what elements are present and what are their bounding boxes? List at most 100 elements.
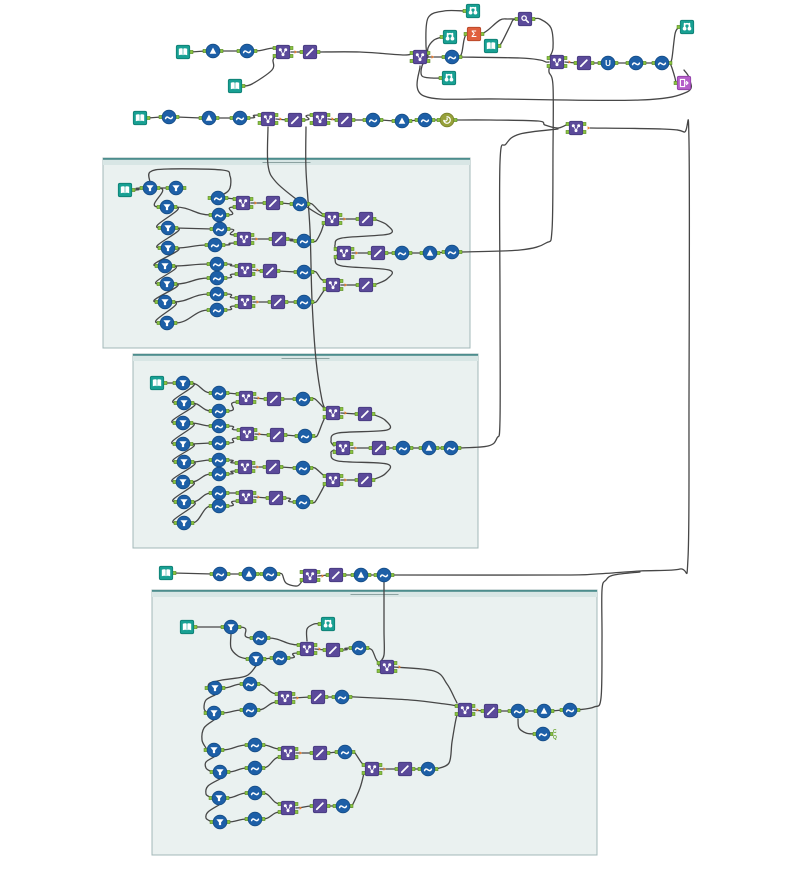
multi-formula-tool[interactable]	[334, 112, 356, 128]
multi-formula-tool[interactable]	[309, 798, 331, 814]
browse-tool[interactable]	[676, 19, 695, 35]
filter-tool[interactable]	[172, 375, 194, 391]
browse-tool[interactable]	[439, 29, 458, 45]
join-tool[interactable]	[546, 54, 571, 70]
join-tool[interactable]	[274, 690, 299, 706]
filter-tool[interactable]	[203, 705, 225, 721]
join-tool[interactable]	[234, 262, 259, 278]
formula-tool[interactable]	[392, 440, 414, 456]
formula-tool[interactable]	[249, 630, 271, 646]
formula-tool[interactable]	[239, 702, 261, 718]
multi-formula-tool[interactable]	[259, 263, 281, 279]
join-tool[interactable]	[232, 195, 257, 211]
filter-tool[interactable]	[172, 415, 194, 431]
multi-formula-tool[interactable]	[325, 567, 347, 583]
formula-tool[interactable]	[209, 566, 231, 582]
tool-container[interactable]: ————————	[132, 353, 479, 549]
join-tool[interactable]	[235, 390, 260, 406]
formula-tool[interactable]	[244, 737, 266, 753]
filter-tool[interactable]	[203, 742, 225, 758]
join-tool[interactable]	[565, 120, 590, 136]
formula-tool[interactable]	[208, 498, 230, 514]
multi-formula-tool[interactable]	[299, 44, 321, 60]
formula-tool[interactable]	[625, 55, 647, 71]
formula-tool[interactable]	[292, 391, 314, 407]
join-tool[interactable]	[272, 44, 297, 60]
filter-tool[interactable]	[172, 474, 194, 490]
filter-tool[interactable]	[245, 651, 267, 667]
multi-formula-tool[interactable]	[263, 391, 285, 407]
formula-tool[interactable]	[244, 811, 266, 827]
formula-tool[interactable]	[292, 494, 314, 510]
formula-tool[interactable]	[207, 190, 229, 206]
filter-tool[interactable]	[173, 454, 195, 470]
input-data-tool[interactable]	[132, 110, 151, 126]
formula-tool[interactable]	[229, 110, 251, 126]
output-data-tool[interactable]	[673, 75, 692, 91]
formula-tool[interactable]	[208, 485, 230, 501]
multi-formula-tool[interactable]	[307, 689, 329, 705]
join-tool[interactable]	[322, 405, 347, 421]
formula-tool[interactable]	[236, 43, 258, 59]
sort-tool[interactable]	[418, 440, 440, 456]
record-id-tool[interactable]	[436, 112, 458, 128]
find-replace-tool[interactable]	[514, 11, 536, 27]
summarize-tool[interactable]: Σ	[463, 26, 485, 42]
formula-tool[interactable]	[332, 798, 354, 814]
formula-tool[interactable]	[209, 221, 231, 237]
multi-formula-tool[interactable]	[322, 642, 344, 658]
tool-container[interactable]: ————————	[151, 589, 598, 856]
multi-formula-tool[interactable]	[267, 294, 289, 310]
multi-formula-tool[interactable]	[367, 245, 389, 261]
formula-tool[interactable]	[293, 264, 315, 280]
input-data-tool[interactable]	[227, 78, 246, 94]
multi-formula-tool[interactable]	[480, 703, 502, 719]
sort-tool[interactable]	[238, 566, 260, 582]
join-tool[interactable]	[321, 211, 346, 227]
input-data-tool[interactable]	[179, 619, 198, 635]
filter-tool[interactable]	[209, 764, 231, 780]
join-tool[interactable]	[309, 111, 334, 127]
formula-tool[interactable]	[269, 650, 291, 666]
multi-formula-tool[interactable]	[284, 112, 306, 128]
filter-tool[interactable]	[208, 790, 230, 806]
unique-tool[interactable]: U	[597, 55, 619, 71]
multi-formula-tool[interactable]	[268, 231, 290, 247]
sort-tool[interactable]	[202, 43, 224, 59]
join-tool[interactable]	[332, 440, 357, 456]
browse-tool[interactable]	[317, 616, 336, 632]
formula-tool[interactable]	[292, 460, 314, 476]
multi-formula-tool[interactable]	[394, 761, 416, 777]
multi-formula-tool[interactable]	[266, 427, 288, 443]
input-data-tool[interactable]	[175, 44, 194, 60]
join-tool[interactable]	[454, 702, 479, 718]
formula-tool[interactable]	[293, 233, 315, 249]
join-tool[interactable]	[409, 49, 434, 65]
multi-formula-tool[interactable]	[355, 211, 377, 227]
input-data-tool[interactable]	[483, 38, 502, 54]
sort-tool[interactable]	[533, 703, 555, 719]
filter-tool[interactable]	[156, 276, 178, 292]
join-tool[interactable]	[277, 800, 302, 816]
formula-tool[interactable]	[417, 761, 439, 777]
filter-tool[interactable]	[209, 814, 231, 830]
input-data-tool[interactable]	[149, 375, 168, 391]
multi-formula-tool[interactable]	[355, 277, 377, 293]
filter-tool[interactable]	[173, 494, 195, 510]
filter-tool[interactable]	[157, 220, 179, 236]
join-tool[interactable]	[296, 641, 321, 657]
join-tool[interactable]	[322, 277, 347, 293]
filter-tool[interactable]	[165, 180, 187, 196]
formula-tool[interactable]	[208, 435, 230, 451]
filter-tool[interactable]	[173, 515, 195, 531]
multi-formula-tool[interactable]	[354, 472, 376, 488]
formula-tool[interactable]	[362, 112, 384, 128]
multi-formula-tool[interactable]	[262, 459, 284, 475]
formula-tool[interactable]	[208, 403, 230, 419]
formula-tool[interactable]	[208, 418, 230, 434]
formula-tool[interactable]	[206, 286, 228, 302]
sort-tool[interactable]	[391, 113, 413, 129]
formula-tool[interactable]	[334, 744, 356, 760]
multi-formula-tool[interactable]	[265, 490, 287, 506]
